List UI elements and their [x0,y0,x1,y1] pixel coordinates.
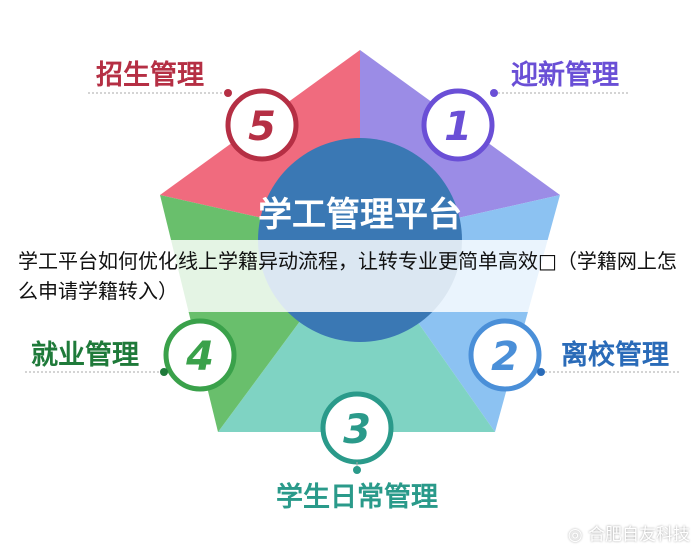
center-title: 学工管理平台 [258,195,462,235]
stage-4: 4 就业管理 [25,318,237,392]
svg-text:就业管理: 就业管理 [31,340,139,371]
svg-text:5: 5 [248,104,276,150]
watermark: ◎ 合肥自友科技 [567,525,690,545]
svg-text:2: 2 [491,334,519,380]
svg-text:离校管理: 离校管理 [561,339,669,371]
svg-text:3: 3 [343,407,371,453]
stage-2: 2 离校管理 [468,318,680,392]
svg-text:1: 1 [444,104,472,150]
svg-text:招生管理: 招生管理 [96,60,204,91]
svg-text:迎新管理: 迎新管理 [511,59,619,91]
svg-text:4: 4 [185,334,214,380]
stage-3: 3 学生日常管理 [276,391,438,513]
stage-1: 1 迎新管理 [421,59,630,162]
article-title[interactable]: 学工平台如何优化线上学籍异动流程，让转专业更简单高效□（学籍网上怎么申请学籍转入… [18,249,677,303]
svg-text:学生日常管理: 学生日常管理 [276,481,438,513]
stage-5: 5 招生管理 [88,60,299,162]
article-title-banner[interactable]: 学工平台如何优化线上学籍异动流程，让转专业更简单高效□（学籍网上怎么申请学籍转入… [0,240,700,312]
